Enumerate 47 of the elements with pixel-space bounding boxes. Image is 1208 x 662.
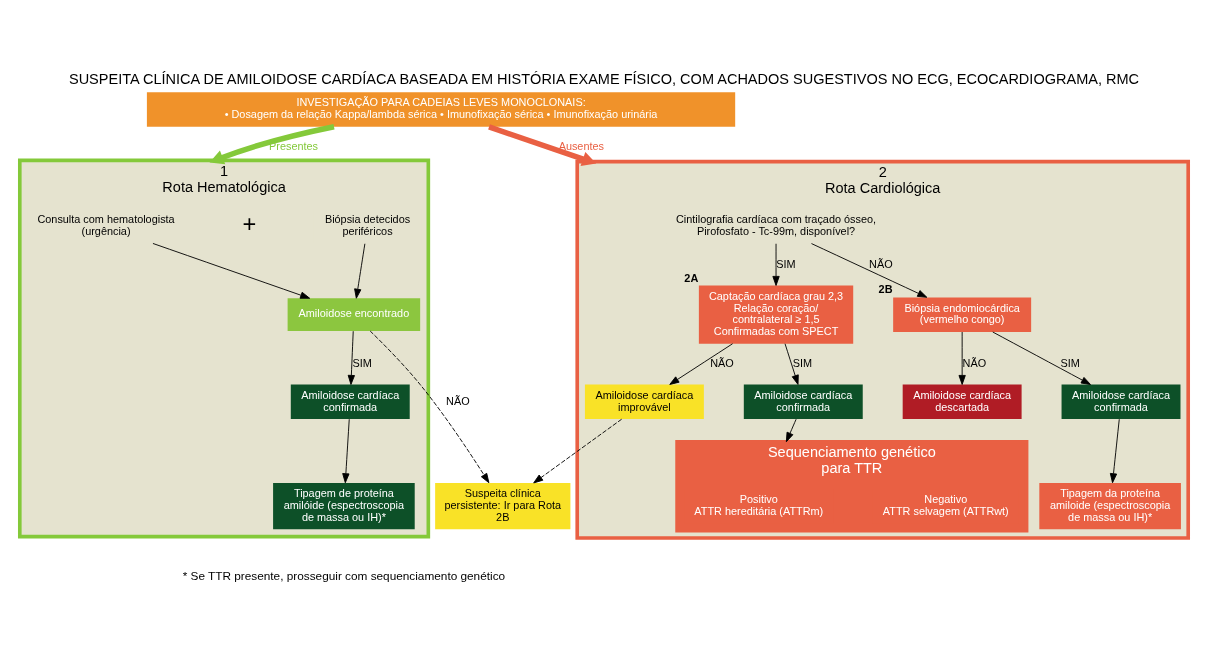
- edge-label: NÃO: [962, 356, 987, 369]
- edge-label: SIM: [792, 356, 813, 369]
- node-label: 2B: [878, 283, 893, 296]
- node-box: INVESTIGAÇÃO PARA CADEIAS LEVES MONOCLONAIS: • Dosagem da relação Kappa/lambda sérica • Imunofixação sérica • Imunofixação urinária: [146, 92, 736, 127]
- node-text: Negativo ATTR selvagem (ATTRwt): [882, 493, 1009, 517]
- arrow: [369, 330, 490, 484]
- arrow: [347, 330, 355, 385]
- arrow: [354, 243, 366, 299]
- arrow: [669, 343, 734, 385]
- arrow: [785, 418, 797, 443]
- arrow: [784, 343, 799, 385]
- arrow: [1109, 418, 1120, 484]
- node-box: Suspeita clínica persistente: Ir para Rota 2B: [435, 483, 571, 530]
- arrow: [488, 124, 597, 166]
- label: * Se TTR presente, prosseguir com sequenciamento genético: [182, 569, 506, 584]
- node-box: Captação cardíaca grau 2,3 Relação coração/ contralateral ≥ 1,5 Confirmadas com SPECT: [698, 285, 854, 344]
- arrow: [533, 418, 623, 484]
- arrow: [958, 331, 966, 385]
- node-box: Amiloidose cardíaca confirmada: [290, 384, 410, 420]
- node-text: Biópsia detecidos periféricos: [324, 213, 411, 237]
- node-box: Amiloidose cardíaca confirmada: [1061, 384, 1181, 420]
- label: +: [242, 210, 257, 237]
- edge-label: NÃO: [710, 356, 734, 369]
- edge-label: NÃO: [869, 258, 893, 270]
- edge-label: Ausentes: [558, 139, 604, 152]
- node-box: Amiloidose cardíaca descartada: [902, 384, 1022, 420]
- node-box: Amiloidose cardíaca improvável: [584, 384, 704, 420]
- node-label: 2A: [684, 271, 699, 284]
- edge-label: NÃO: [446, 394, 470, 407]
- arrow: [342, 418, 350, 484]
- node-box: Tipagem de proteína amilóide (espectroscopia de massa ou IH)*: [273, 483, 415, 530]
- edge-label: SIM: [776, 258, 796, 270]
- node-box: Amiloidose cardíaca confirmada: [743, 384, 863, 420]
- edge-label: SIM: [352, 356, 372, 369]
- arrow: [209, 124, 335, 165]
- diagram-title: SUSPEITA CLÍNICA DE AMILOIDOSE CARDÍACA BASEADA EM HISTÓRIA EXAME FÍSICO, COM ACHADOS SUGESTIVOS NO ECG, ECOCARDIOGRAMA, RMC: [68, 70, 1140, 87]
- node-box: Biópsia endomiocárdica (vermelho congo): [893, 297, 1032, 332]
- arrow: [152, 243, 311, 299]
- node-text: Positivo ATTR hereditária (ATTRm): [694, 493, 824, 517]
- node-text: Consulta com hematologista (urgência): [37, 213, 175, 237]
- node-box: Amiloidose encontrado: [287, 298, 421, 331]
- arrow: [811, 243, 928, 298]
- arrow: [772, 243, 780, 286]
- edge-label: SIM: [1060, 356, 1080, 369]
- arrow: [992, 331, 1091, 385]
- node-box: Tipagem da proteína amiloide (espectroscopia de massa ou IH)*: [1039, 483, 1181, 530]
- node-text: Cintilografia cardíaca com traçado ósseo, Pirofosfato - Tc-99m, disponível?: [676, 213, 877, 237]
